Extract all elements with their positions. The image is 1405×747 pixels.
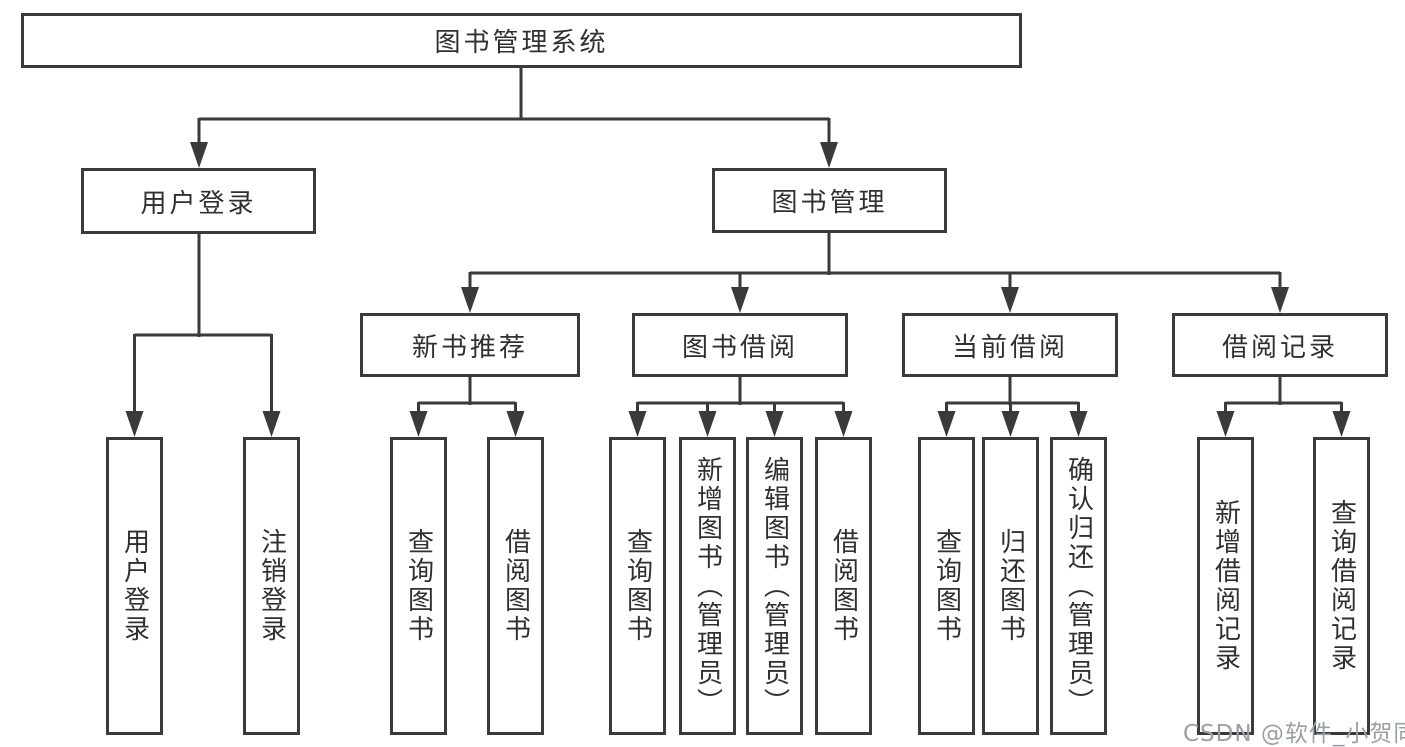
leaf-current-return-books-label: 归还图书: [995, 528, 1026, 644]
leaf-current-confirm-return-admin: 确认归还（管理员）: [1050, 437, 1107, 735]
leaf-logout: 注销登录: [243, 437, 300, 735]
leaf-borrow-edit-books-admin: 编辑图书（管理员）: [746, 437, 803, 735]
leaf-records-add-record: 新增借阅记录: [1197, 437, 1254, 735]
leaf-borrow-edit-books-admin-label: 编辑图书（管理员）: [759, 455, 790, 717]
node-root-label: 图书管理系统: [434, 28, 609, 58]
node-book-management-label: 图书管理: [771, 188, 888, 218]
node-book-management: 图书管理: [712, 168, 947, 233]
leaf-borrow-borrow-books-label: 借阅图书: [828, 528, 859, 644]
leaf-current-return-books: 归还图书: [982, 437, 1039, 735]
leaf-newbook-borrow-books: 借阅图书: [487, 437, 544, 735]
leaf-borrow-borrow-books: 借阅图书: [815, 437, 872, 735]
leaf-newbook-query-books: 查询图书: [390, 437, 447, 735]
leaf-newbook-query-books-label: 查询图书: [403, 528, 434, 644]
node-new-book-recommendation-label: 新书推荐: [411, 332, 528, 363]
node-root: 图书管理系统: [21, 13, 1022, 68]
leaf-borrow-query-books-label: 查询图书: [622, 528, 653, 644]
leaf-borrow-add-books-admin: 新增图书（管理员）: [679, 437, 736, 735]
leaf-current-query-books-label: 查询图书: [931, 528, 962, 644]
leaf-borrow-add-books-admin-label: 新增图书（管理员）: [692, 455, 723, 717]
leaf-records-query-record: 查询借阅记录: [1313, 437, 1370, 735]
leaf-current-query-books: 查询图书: [918, 437, 975, 735]
arrowheads: [125, 142, 1351, 437]
node-book-borrowing-label: 图书借阅: [681, 332, 798, 363]
node-new-book-recommendation: 新书推荐: [360, 313, 580, 377]
leaf-current-confirm-return-admin-label: 确认归还（管理员）: [1063, 455, 1094, 717]
leaf-borrow-query-books: 查询图书: [609, 437, 666, 735]
leaf-records-add-record-label: 新增借阅记录: [1210, 499, 1241, 673]
node-current-borrowing-label: 当前借阅: [951, 332, 1068, 363]
node-user-login-label: 用户登录: [140, 188, 257, 219]
node-borrowing-records-label: 借阅记录: [1221, 332, 1338, 363]
leaf-user-login: 用户登录: [106, 437, 163, 735]
leaf-records-query-record-label: 查询借阅记录: [1326, 499, 1357, 673]
node-current-borrowing: 当前借阅: [902, 313, 1118, 377]
node-user-login: 用户登录: [81, 168, 316, 234]
leaf-user-login-label: 用户登录: [119, 528, 150, 644]
connector-segments: [133, 68, 1343, 415]
node-book-borrowing: 图书借阅: [632, 313, 848, 377]
leaf-newbook-borrow-books-label: 借阅图书: [500, 528, 531, 644]
node-borrowing-records: 借阅记录: [1172, 313, 1388, 377]
leaf-logout-label: 注销登录: [256, 528, 287, 644]
watermark: CSDN @软件_小贺同学: [1183, 721, 1405, 747]
